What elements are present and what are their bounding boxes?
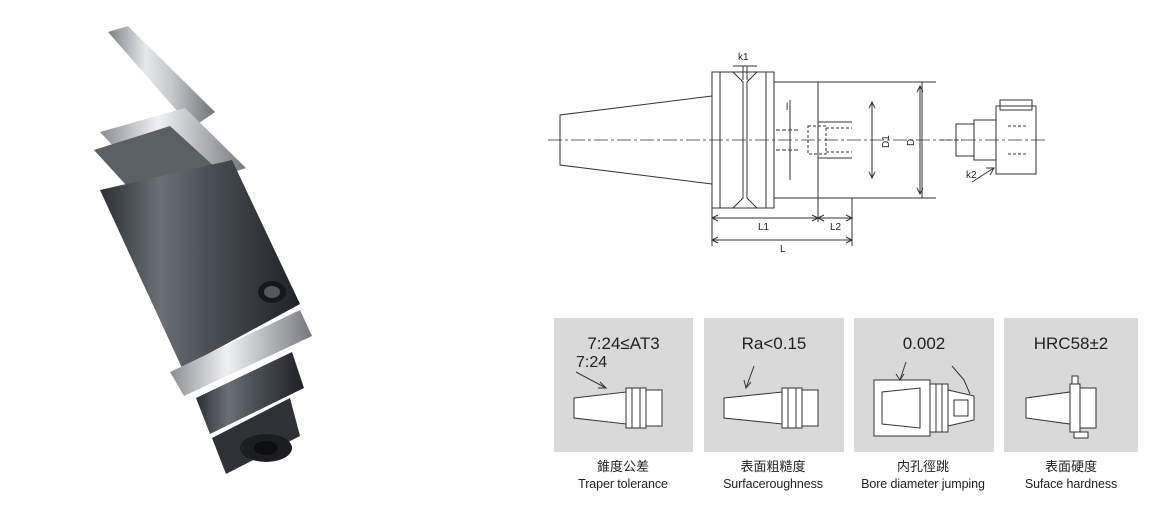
feature-card-taper: 7:24≤AT3 7:24 [554,318,693,452]
feature-card-bore: 0.002 [854,318,994,452]
feature-subvalue: 7:24 [576,354,608,371]
feature-value: 0.002 [902,334,946,353]
bore-icon [873,361,975,437]
feature-caption-hardness: 表面硬度 Suface hardness [996,460,1146,492]
feature-card-roughness: Ra<0.15 [704,318,844,452]
hardness-icon [1025,375,1097,439]
taper-icon [573,371,663,429]
feature-value: HRC58±2 [1033,334,1109,353]
label-l: l [786,102,788,113]
roughness-icon [723,365,819,429]
label-length: L [780,244,786,255]
caption-en: Bore diameter jumping [861,477,985,491]
product-photo [94,26,312,474]
label-k1: k1 [738,52,749,63]
label-l2: L2 [830,222,842,233]
caption-zh: 表面粗糙度 [740,460,806,475]
feature-caption-bore: 内孔徑跳 Bore diameter jumping [848,460,998,492]
feature-caption-taper: 錐度公差 Traper tolerance [548,460,698,492]
caption-en: Suface hardness [1024,477,1118,491]
label-d: D [906,139,917,146]
caption-zh: 錐度公差 [596,460,649,475]
label-l1: L1 [758,222,770,233]
feature-caption-roughness: 表面粗糙度 Surfaceroughness [698,460,848,492]
caption-zh: 内孔徑跳 [896,460,949,475]
caption-en: Surfaceroughness [723,477,823,491]
caption-zh: 表面硬度 [1044,460,1097,475]
feature-value: 7:24≤AT3 [587,334,660,353]
label-d1: D1 [881,135,892,148]
technical-drawing: k1 l D1 D L1 L2 L k2 [548,52,1046,255]
feature-value: Ra<0.15 [741,334,807,353]
label-k2: k2 [966,170,977,181]
tool-holder-illustration [94,26,312,474]
feature-card-hardness: HRC58±2 [1004,318,1138,452]
caption-en: Traper tolerance [578,477,668,491]
